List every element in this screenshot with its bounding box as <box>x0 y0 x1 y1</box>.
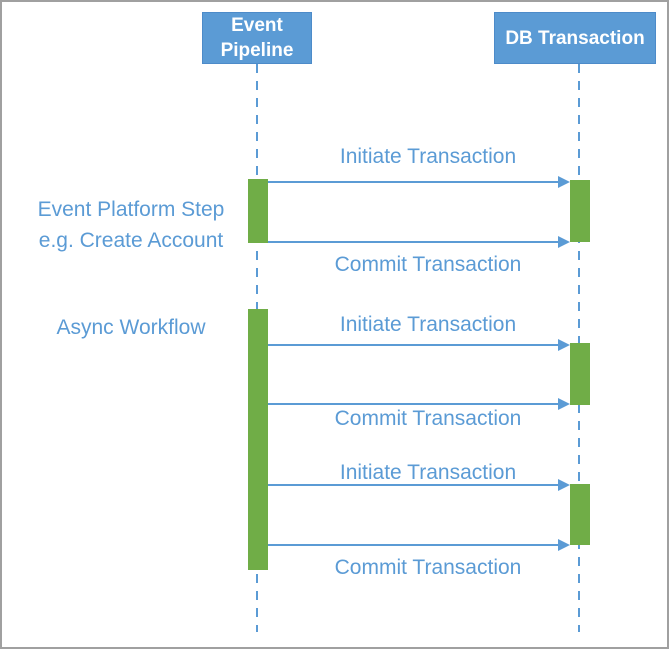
arrowhead-right-icon <box>558 398 570 410</box>
arrow-line <box>268 181 560 183</box>
arrowhead-right-icon <box>558 236 570 248</box>
message-label-commit-2: Commit Transaction <box>334 407 522 430</box>
message-label-initiate-3: Initiate Transaction <box>339 461 517 484</box>
message-arrow-initiate-1 <box>268 176 570 188</box>
arrow-line <box>268 241 560 243</box>
activation-bar-event-step <box>248 179 268 243</box>
arrow-line <box>268 484 560 486</box>
activation-bar-db-2 <box>570 343 590 405</box>
annotation-async-workflow: Async Workflow <box>56 316 206 339</box>
arrow-line <box>268 344 560 346</box>
arrow-line <box>268 403 560 405</box>
message-label-commit-3: Commit Transaction <box>334 556 522 579</box>
message-label-initiate-1: Initiate Transaction <box>339 145 517 168</box>
arrow-line <box>268 544 560 546</box>
annotation-step-line1: Event Platform Step <box>37 198 225 221</box>
arrowhead-right-icon <box>558 539 570 551</box>
message-label-commit-1: Commit Transaction <box>334 253 522 276</box>
actor-event-pipeline: Event Pipeline <box>202 12 312 64</box>
message-arrow-commit-2 <box>268 398 570 410</box>
message-arrow-commit-3 <box>268 539 570 551</box>
message-label-initiate-2: Initiate Transaction <box>339 313 517 336</box>
actor-db-transaction-label: DB Transaction <box>505 27 645 49</box>
annotation-event-platform-step: Event Platform Step e.g. Create Account <box>20 194 242 256</box>
message-arrow-initiate-3 <box>268 479 570 491</box>
actor-event-pipeline-label: Event Pipeline <box>220 15 294 61</box>
actor-db-transaction: DB Transaction <box>494 12 656 64</box>
activation-bar-db-1 <box>570 180 590 242</box>
arrowhead-right-icon <box>558 479 570 491</box>
activation-bar-async-workflow <box>248 309 268 570</box>
arrowhead-right-icon <box>558 339 570 351</box>
activation-bar-db-3 <box>570 484 590 545</box>
message-arrow-initiate-2 <box>268 339 570 351</box>
message-arrow-commit-1 <box>268 236 570 248</box>
annotation-step-line2: e.g. Create Account <box>38 229 224 252</box>
arrowhead-right-icon <box>558 176 570 188</box>
